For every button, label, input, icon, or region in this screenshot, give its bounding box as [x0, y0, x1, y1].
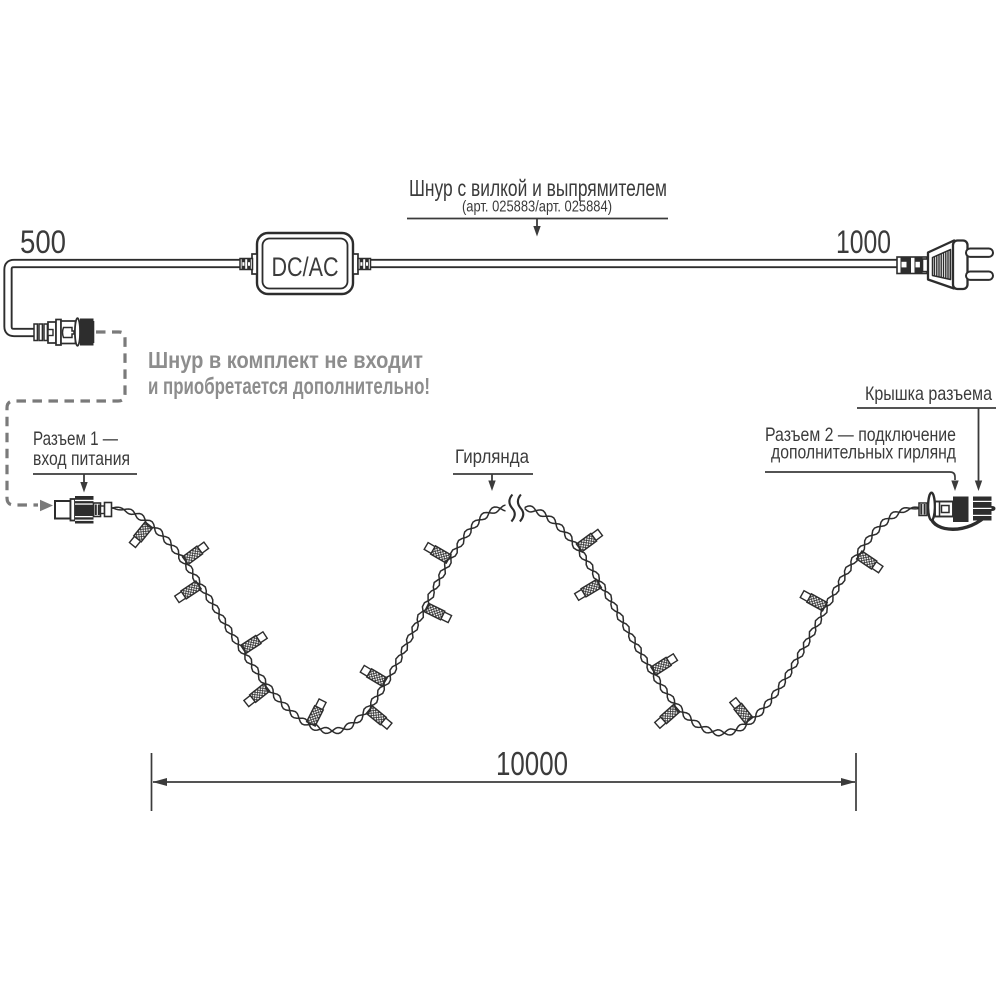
svg-text:(арт. 025883/арт. 025884): (арт. 025883/арт. 025884)	[462, 199, 612, 216]
svg-text:500: 500	[20, 224, 66, 260]
svg-text:Крышка разъема: Крышка разъема	[865, 383, 992, 405]
svg-text:и приобретается дополнительно!: и приобретается дополнительно!	[148, 373, 430, 399]
svg-text:вход питания: вход питания	[33, 448, 130, 470]
svg-text:10000: 10000	[496, 745, 568, 782]
svg-text:Гирлянда: Гирлянда	[455, 446, 529, 468]
svg-text:1000: 1000	[836, 224, 891, 260]
svg-text:Разъем 2 — подключение: Разъем 2 — подключение	[765, 424, 956, 446]
svg-text:Разъем 1 —: Разъем 1 —	[33, 428, 118, 450]
svg-text:Шнур в комплект не входит: Шнур в комплект не входит	[148, 347, 423, 373]
svg-text:Шнур с вилкой и выпрямителем: Шнур с вилкой и выпрямителем	[409, 175, 667, 201]
svg-text:дополнительных гирлянд: дополнительных гирлянд	[771, 442, 957, 464]
svg-text:DC/AC: DC/AC	[272, 252, 339, 282]
